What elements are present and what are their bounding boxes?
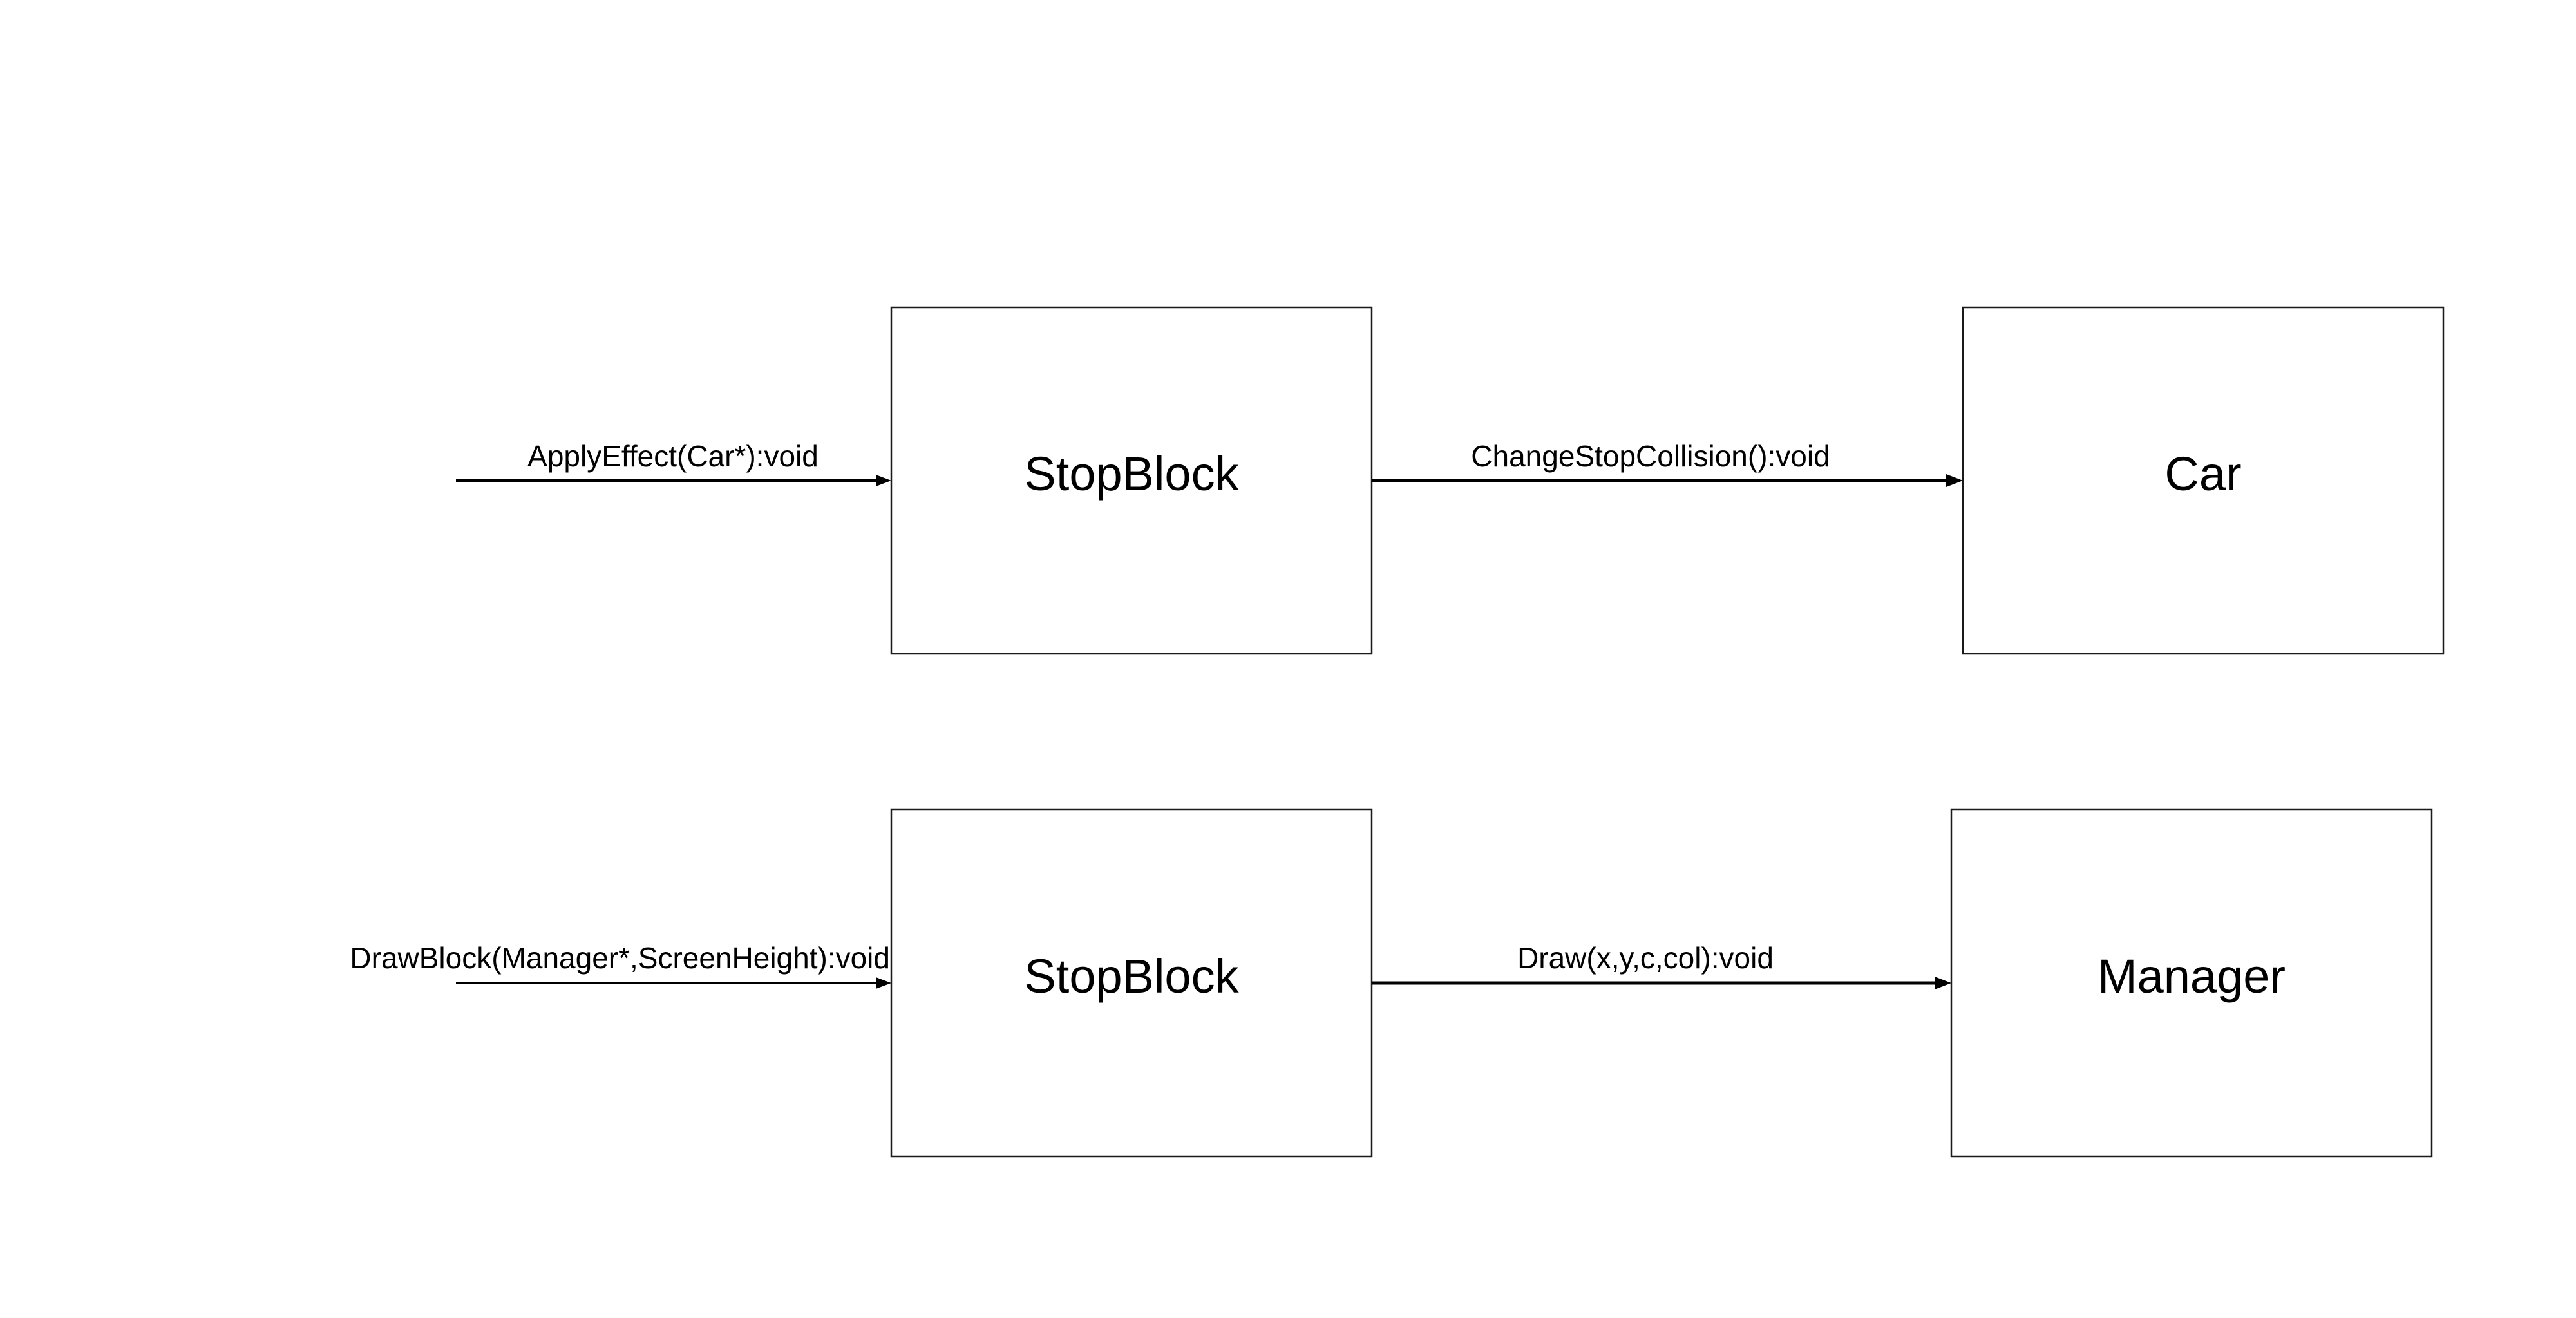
- stopblock-box-1[interactable]: [890, 306, 1373, 655]
- incoming-label-2: DrawBlock(Manager*,ScreenHeight):void: [350, 941, 890, 975]
- stopblock-label-1: StopBlock: [1024, 447, 1239, 501]
- incoming-arrowhead-2: [876, 977, 891, 989]
- stopblock-box-2[interactable]: [890, 808, 1373, 1158]
- edge-arrowhead-1: [1946, 474, 1963, 487]
- edge-arrowhead-2: [1935, 977, 1951, 989]
- stopblock-label-2: StopBlock: [1024, 950, 1239, 1003]
- incoming-label-1: ApplyEffect(Car*):void: [527, 439, 819, 473]
- manager-label: Manager: [2098, 950, 2286, 1003]
- car-box[interactable]: [1962, 306, 2445, 655]
- manager-box[interactable]: [1950, 808, 2433, 1158]
- car-label: Car: [2164, 447, 2241, 501]
- edge-label-2: Draw(x,y,c,col):void: [1517, 941, 1774, 975]
- incoming-arrowhead-1: [876, 475, 891, 486]
- edge-label-1: ChangeStopCollision():void: [1471, 439, 1830, 473]
- row-1: ApplyEffect(Car*):void StopBlock ChangeS…: [456, 306, 2445, 655]
- row-2: DrawBlock(Manager*,ScreenHeight):void St…: [350, 808, 2433, 1158]
